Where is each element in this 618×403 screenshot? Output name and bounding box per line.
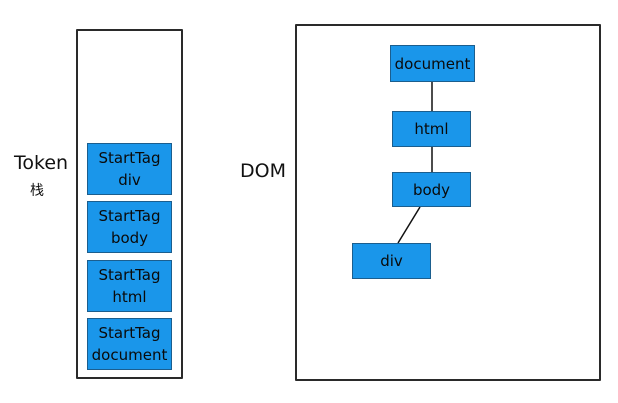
dom-node-label: html (414, 120, 449, 138)
stack-item-tag-type: StartTag (98, 207, 161, 225)
dom-node-html: html (392, 111, 471, 147)
dom-node-document: document (390, 45, 475, 82)
stack-item-body: StartTag body (87, 201, 172, 253)
stack-item-html: StartTag html (87, 260, 172, 312)
stack-item-tag-name: html (112, 288, 147, 306)
dom-node-label: div (380, 252, 403, 270)
token-label: Token (14, 152, 69, 174)
dom-node-label: document (394, 54, 471, 73)
stack-item-document: StartTag document (87, 318, 172, 370)
dom-tree-frame (295, 24, 601, 381)
dom-node-div: div (352, 243, 431, 279)
stack-item-tag-name: body (110, 229, 149, 247)
stack-label: 栈 (30, 183, 44, 199)
stack-item-tag-type: StartTag (98, 266, 161, 284)
stack-item-tag-name: div (118, 171, 141, 189)
edge-body-div (397, 206, 421, 244)
stack-item-tag-type: StartTag (98, 149, 161, 167)
stack-item-tag-type: StartTag (98, 324, 161, 342)
stack-item-tag-name: document (91, 346, 168, 364)
dom-label: DOM (240, 160, 286, 182)
dom-node-body: body (392, 172, 471, 207)
token-stack-frame (76, 29, 183, 379)
stack-item-div: StartTag div (87, 143, 172, 195)
dom-node-label: body (412, 180, 451, 199)
